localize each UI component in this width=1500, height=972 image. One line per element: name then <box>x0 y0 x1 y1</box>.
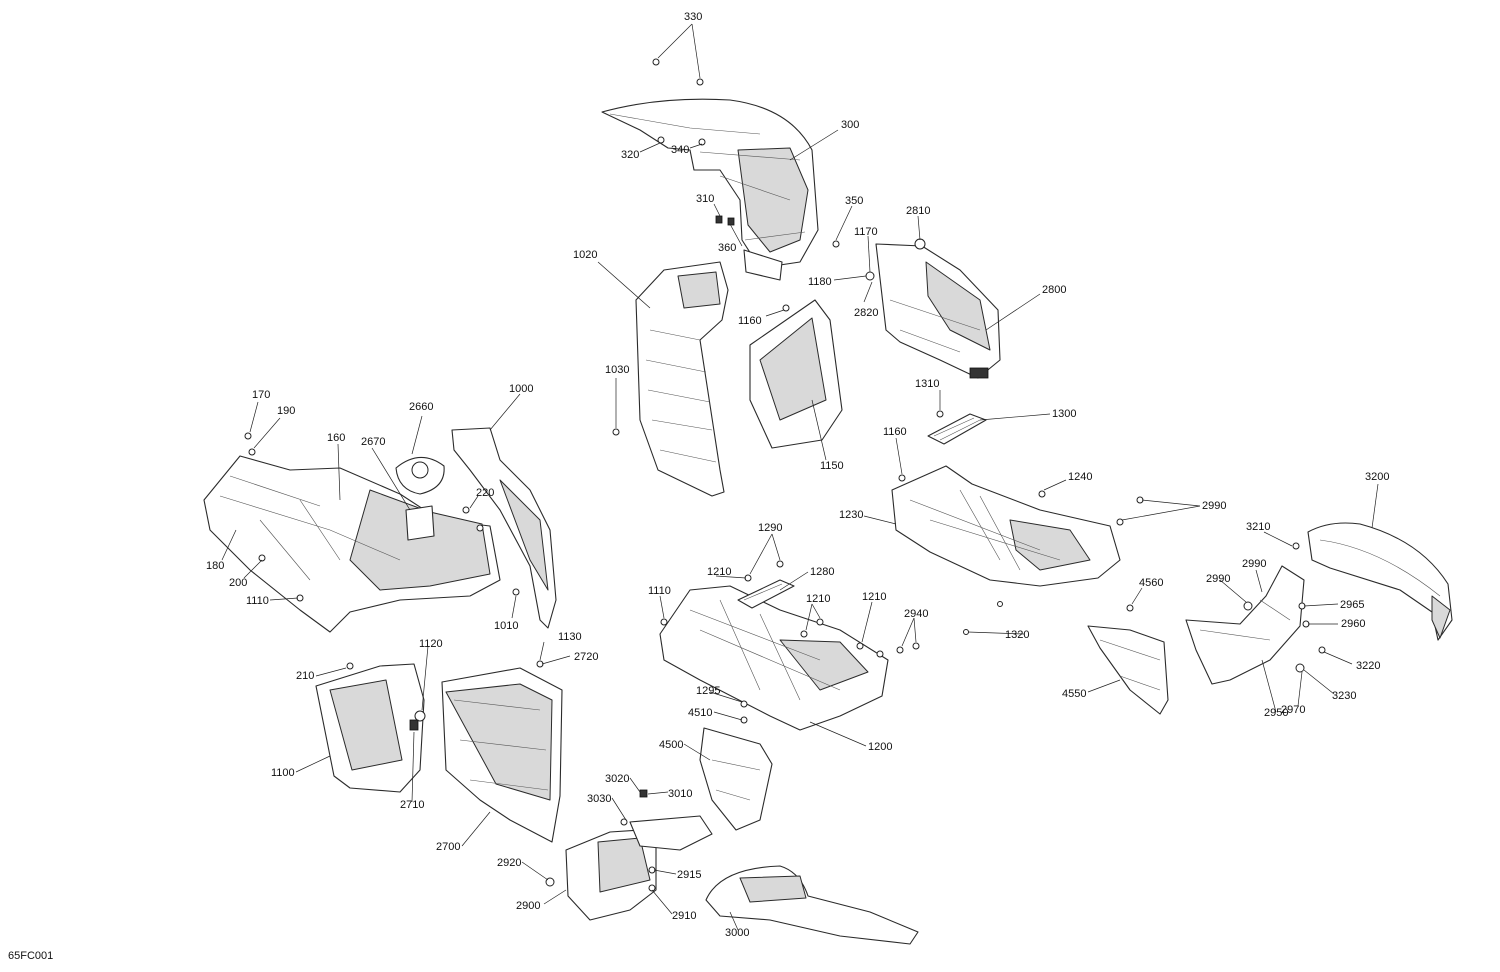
callout-340: 340 <box>671 144 689 156</box>
callout-210: 210 <box>296 670 314 682</box>
part-1100-left-lower-panel <box>315 663 425 793</box>
callout-1200: 1200 <box>868 741 892 753</box>
part-1230-right-floor <box>891 465 1121 587</box>
callout-1100: 1100 <box>271 767 295 779</box>
callout-3200: 3200 <box>1365 471 1389 483</box>
part-2950-rear-inner <box>1185 565 1305 685</box>
callout-2940: 2940 <box>904 608 928 620</box>
callout-1295: 1295 <box>696 685 720 697</box>
callout-2720: 2720 <box>574 651 598 663</box>
callout-1000: 1000 <box>509 383 533 395</box>
callout-3030: 3030 <box>587 793 611 805</box>
callout-320: 320 <box>621 149 639 161</box>
callout-360: 360 <box>718 242 736 254</box>
part-2700-left-rear-side <box>441 667 563 843</box>
part-2900-rear-lower <box>565 815 713 921</box>
diagram-code: 65FC001 <box>8 950 53 962</box>
callout-1240: 1240 <box>1068 471 1092 483</box>
callout-350: 350 <box>845 195 863 207</box>
callout-1110-center: 1110 <box>648 585 671 597</box>
callout-2820: 2820 <box>854 307 878 319</box>
callout-1300: 1300 <box>1052 408 1076 420</box>
callout-1110-left: 1110 <box>246 595 269 607</box>
callout-1120: 1120 <box>419 638 443 650</box>
callout-1160-lower: 1160 <box>883 426 907 438</box>
callout-2710: 2710 <box>400 799 424 811</box>
callout-310: 310 <box>696 193 714 205</box>
callout-1290: 1290 <box>758 522 782 534</box>
callout-2950: 2950 <box>1264 707 1288 719</box>
fasteners <box>244 58 1326 892</box>
callout-330: 330 <box>684 11 702 23</box>
part-300-front-fascia <box>601 98 819 281</box>
callout-2660: 2660 <box>409 401 433 413</box>
callout-300: 300 <box>841 119 859 131</box>
callout-4500: 4500 <box>659 739 683 751</box>
part-2800-side-panel <box>875 243 1001 379</box>
callout-170: 170 <box>252 389 270 401</box>
callout-2970: 2970 <box>1281 704 1305 716</box>
callout-3210: 3210 <box>1246 521 1270 533</box>
callout-1210-b: 1210 <box>806 593 830 605</box>
callout-1320: 1320 <box>1005 629 1029 641</box>
callout-180: 180 <box>206 560 224 572</box>
callout-2800: 2800 <box>1042 284 1066 296</box>
callout-2990-b: 2990 <box>1242 558 1266 570</box>
callout-1170: 1170 <box>854 226 878 238</box>
part-1300-step-plate <box>927 413 987 445</box>
part-4550-footwell <box>1087 625 1169 715</box>
callout-1020: 1020 <box>573 249 597 261</box>
callout-2700: 2700 <box>436 841 460 853</box>
part-4500-left-footwell <box>699 727 773 831</box>
callout-2915: 2915 <box>677 869 701 881</box>
callout-4560: 4560 <box>1139 577 1163 589</box>
callout-3020: 3020 <box>605 773 629 785</box>
callout-2990-a: 2990 <box>1202 500 1226 512</box>
callout-200: 200 <box>229 577 247 589</box>
callout-3000: 3000 <box>725 927 749 939</box>
callout-3010: 3010 <box>668 788 692 800</box>
callout-1210-c: 1210 <box>862 591 886 603</box>
callout-1160-upper: 1160 <box>738 315 762 327</box>
callout-1010: 1010 <box>494 620 518 632</box>
callout-190: 190 <box>277 405 295 417</box>
callout-1310: 1310 <box>915 378 939 390</box>
callout-1180: 1180 <box>808 276 832 288</box>
part-3200-rear-fender <box>1307 522 1453 641</box>
callout-labels: 330 320 340 300 310 350 360 1020 1170 28… <box>8 11 1389 962</box>
callout-3220: 3220 <box>1356 660 1380 672</box>
part-1020-console-panel <box>635 261 729 497</box>
part-160-left-fender <box>203 455 501 633</box>
callout-3230: 3230 <box>1332 690 1356 702</box>
callout-1230: 1230 <box>839 509 863 521</box>
callout-2965: 2965 <box>1340 599 1364 611</box>
callout-160: 160 <box>327 432 345 444</box>
part-1000-left-bracket <box>451 427 557 629</box>
callout-1150: 1150 <box>820 460 844 472</box>
callout-1280: 1280 <box>810 566 834 578</box>
callout-2670: 2670 <box>361 436 385 448</box>
callout-2960: 2960 <box>1341 618 1365 630</box>
callout-2810: 2810 <box>906 205 930 217</box>
callout-4510: 4510 <box>688 707 712 719</box>
part-3000-rear-fender <box>705 865 919 945</box>
callout-4550: 4550 <box>1062 688 1086 700</box>
part-1280-step-plate <box>737 579 795 609</box>
part-1200-center-floor <box>659 585 889 731</box>
callout-2900: 2900 <box>516 900 540 912</box>
part-2660-fuel-cap <box>395 456 445 495</box>
callout-1030: 1030 <box>605 364 629 376</box>
callout-2920: 2920 <box>497 857 521 869</box>
callout-2910: 2910 <box>672 910 696 922</box>
part-1150-inner-panel <box>749 299 843 449</box>
callout-1210-a: 1210 <box>707 566 731 578</box>
callout-1130: 1130 <box>558 631 582 643</box>
callout-2990-c: 2990 <box>1206 573 1230 585</box>
callout-220: 220 <box>476 487 494 499</box>
leader-lines <box>221 23 1379 931</box>
